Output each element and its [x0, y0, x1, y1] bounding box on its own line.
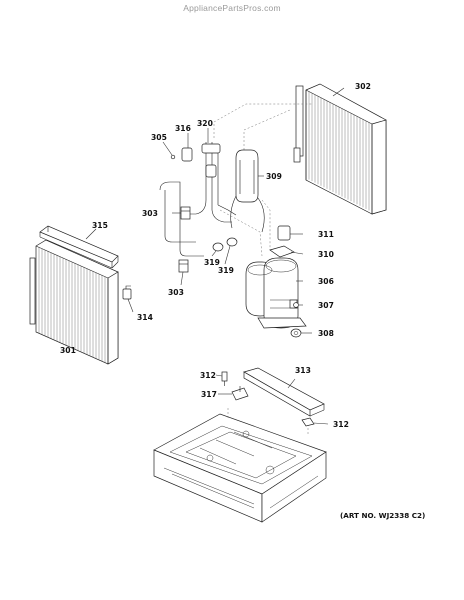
watermark-text: AppliancePartsPros.com: [183, 3, 281, 13]
condenser-coil-302[interactable]: [293, 83, 387, 215]
callout-308: 308: [318, 329, 334, 338]
callout-315: 315: [92, 221, 108, 230]
callout-307: 307: [318, 301, 334, 310]
clip-314[interactable]: [122, 285, 132, 300]
bracket-317[interactable]: [231, 386, 249, 401]
callout-312-right: 312: [333, 420, 349, 429]
evaporator-coil-301[interactable]: [29, 239, 119, 365]
shroud-315[interactable]: [39, 225, 119, 269]
callout-312-left: 312: [200, 371, 216, 380]
callout-305: 305: [151, 133, 167, 142]
callout-313: 313: [295, 366, 311, 375]
callout-314: 314: [137, 313, 153, 322]
callout-303-upper: 303: [142, 209, 158, 218]
callout-317: 317: [201, 390, 217, 399]
callout-319-right: 319: [218, 266, 234, 275]
grommet-319-a[interactable]: [212, 242, 224, 252]
callout-309: 309: [266, 172, 282, 181]
callout-310: 310: [318, 250, 334, 259]
bracket-303-lower[interactable]: [178, 259, 189, 273]
tubing-assembly[interactable]: [159, 103, 312, 257]
bracket-303-upper[interactable]: [180, 206, 191, 220]
callout-306: 306: [318, 277, 334, 286]
callout-303-lower: 303: [168, 288, 184, 297]
callout-320: 320: [197, 119, 213, 128]
terminal-cover-311[interactable]: [277, 225, 291, 241]
accumulator-309[interactable]: [230, 149, 265, 233]
callout-311: 311: [318, 230, 334, 239]
callout-301: 301: [60, 346, 76, 355]
air-duct-313[interactable]: [243, 367, 325, 417]
grommet-308[interactable]: [290, 328, 302, 338]
screw-312-right[interactable]: [301, 417, 315, 427]
bolt-307[interactable]: [293, 302, 299, 308]
overload-310[interactable]: [269, 245, 295, 258]
grommet-319-b[interactable]: [226, 237, 238, 247]
art-number: (ART NO. WJ2338 C2): [340, 511, 425, 520]
callout-302: 302: [355, 82, 371, 91]
callout-316: 316: [175, 124, 191, 133]
base-pan[interactable]: [153, 408, 327, 523]
callout-319-left: 319: [204, 258, 220, 267]
compressor-306[interactable]: [245, 257, 307, 329]
screw-312-left[interactable]: [221, 371, 228, 386]
